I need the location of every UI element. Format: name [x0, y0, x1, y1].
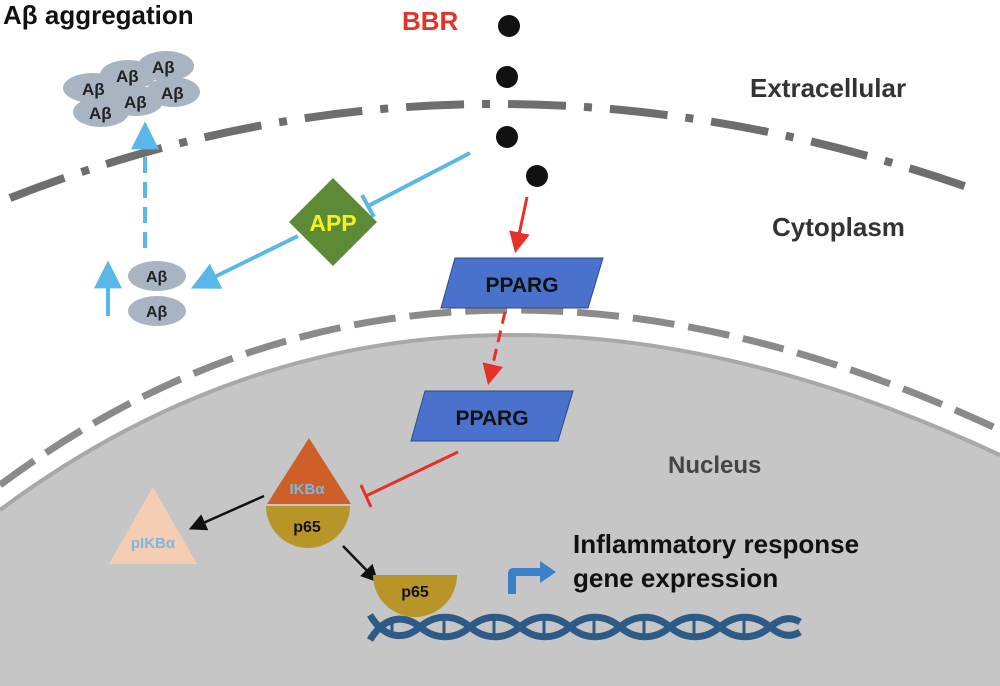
abeta-blob	[73, 97, 129, 127]
bbr-particle	[526, 165, 548, 187]
dna-rungs	[390, 620, 746, 634]
ikba-p65-complex: IKBα p65	[266, 438, 351, 548]
pikba-label: pIKBα	[131, 535, 176, 552]
p65-semicircle	[373, 575, 457, 617]
p65-complex-semicircle	[266, 506, 350, 548]
pparg-inhibits-ikba-bar	[359, 484, 373, 508]
app-node: APP	[289, 178, 377, 266]
abeta-label: Aβ	[152, 58, 175, 77]
abeta-aggregation-title: Aβ aggregation	[3, 0, 194, 30]
app-diamond	[289, 178, 377, 266]
pparg-cytoplasm-node: PPARG	[440, 257, 604, 309]
abeta-monomer	[128, 296, 186, 326]
inflammatory-response-label: Inflammatory response	[573, 529, 859, 559]
bbr-to-pparg-arrow	[509, 196, 530, 254]
abeta-monomers: Aβ Aβ	[128, 261, 186, 326]
app-to-abeta-arrow	[190, 234, 299, 289]
nuclear-envelope-outer	[0, 306, 1000, 488]
dna-strand	[366, 613, 802, 642]
p65-label: p65	[401, 584, 429, 601]
ikba-label: IKBα	[289, 481, 325, 498]
bbr-inhibits-app-bar	[360, 194, 376, 218]
pikba-node: pIKBα	[109, 487, 197, 564]
abeta-label: Aβ	[161, 84, 184, 103]
abeta-label: Aβ	[89, 104, 112, 123]
bbr-particle	[496, 126, 518, 148]
bbr-particle	[498, 15, 520, 37]
dna-helix	[366, 613, 802, 642]
pikba-triangle	[109, 487, 197, 564]
pparg-cytoplasm-shape	[440, 257, 604, 309]
app-label: APP	[309, 210, 356, 236]
nuclear-envelope-inner	[0, 333, 1000, 512]
p65-release-arrow	[342, 545, 379, 583]
nucleus-region	[0, 334, 1000, 686]
ikba-phosphorylation-arrow	[188, 494, 265, 531]
extracellular-label: Extracellular	[750, 73, 906, 103]
ikba-triangle	[267, 438, 351, 504]
abeta-blob	[138, 51, 194, 81]
abeta-aggregate: Aβ Aβ Aβ Aβ Aβ Aβ	[63, 51, 200, 127]
pparg-translocation-arrow	[482, 311, 507, 386]
pparg-nucleus-node: PPARG	[410, 390, 574, 442]
transcription-arrow	[508, 561, 556, 594]
abeta-label: Aβ	[82, 80, 105, 99]
bbr-inhibits-app-line	[367, 151, 471, 208]
abeta-label: Aβ	[124, 93, 147, 112]
cell-membrane	[8, 100, 972, 202]
abeta-monomer-label: Aβ	[146, 304, 168, 321]
pparg-nucleus-label: PPARG	[455, 407, 528, 430]
bbr-particle	[496, 66, 518, 88]
gene-expression-label: gene expression	[573, 563, 778, 593]
abeta-label: Aβ	[116, 67, 139, 86]
p65-node: p65	[373, 575, 457, 617]
nucleus-label: Nucleus	[668, 452, 761, 479]
pparg-inhibits-ikba-line	[365, 450, 459, 498]
cytoplasm-label: Cytoplasm	[772, 212, 905, 242]
abeta-monomer	[128, 261, 186, 291]
dna-strand	[366, 613, 802, 641]
bbr-particles	[496, 15, 548, 187]
p65-complex-label: p65	[293, 519, 321, 536]
pparg-nucleus-shape	[410, 390, 574, 442]
bbr-label: BBR	[402, 6, 459, 36]
abeta-monomer-label: Aβ	[146, 269, 168, 286]
pparg-cytoplasm-label: PPARG	[485, 274, 558, 297]
